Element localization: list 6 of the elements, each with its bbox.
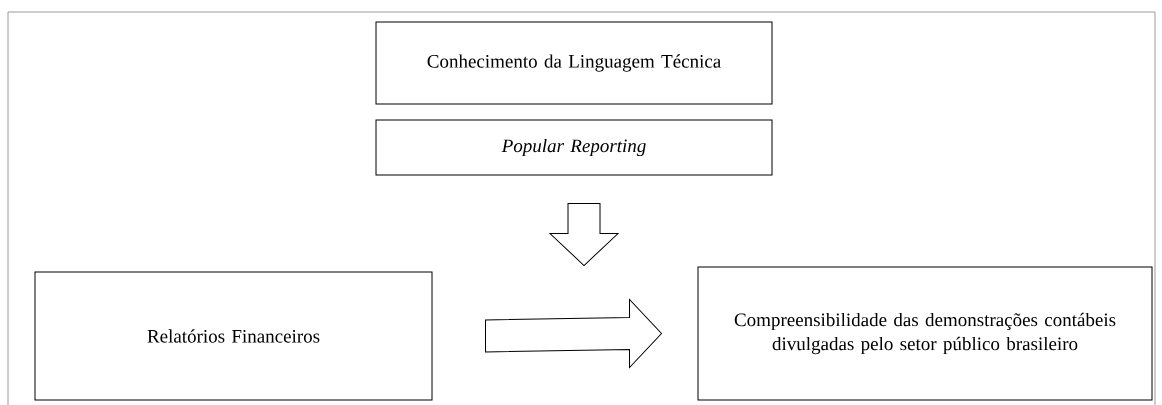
text-box: Conhecimento da Linguagem Técnica bbox=[375, 21, 773, 105]
text-box: Compreensibilidade das demonstrações contábeis divulgadas pelo setor público brasileiro bbox=[697, 266, 1153, 401]
text-box: Relatórios Financeiros bbox=[34, 271, 433, 401]
block-arrow bbox=[485, 299, 662, 368]
block-arrow bbox=[549, 203, 619, 266]
text-box: Popular Reporting bbox=[375, 119, 773, 176]
